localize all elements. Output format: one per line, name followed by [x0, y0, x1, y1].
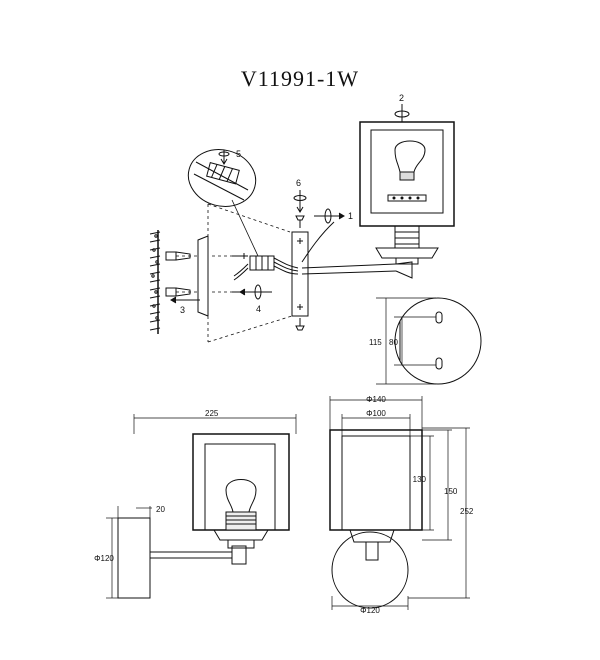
dim-80: 80 — [389, 338, 398, 347]
shade-with-bulb — [359, 104, 455, 265]
step-1-label: 1 — [348, 211, 353, 221]
projection-lines — [176, 203, 293, 343]
lamp-arm — [301, 261, 413, 279]
dim-115: 115 — [369, 338, 382, 347]
step-5-label: 5 — [236, 149, 241, 159]
front-view — [329, 396, 470, 610]
model-title: V11991-1W — [240, 66, 360, 91]
step-3-arrow — [170, 296, 200, 304]
mount-plate-circle-view — [376, 297, 482, 385]
step-4-label: 4 — [256, 304, 261, 314]
dim-phi120-bottom: Φ120 — [360, 606, 380, 615]
dim-130: 130 — [413, 475, 427, 484]
dim-phi140: Φ140 — [366, 395, 386, 404]
screw-top — [293, 190, 307, 228]
terminal-detail-magnifier — [187, 149, 257, 207]
dim-phi100: Φ100 — [366, 409, 386, 418]
mounting-screws — [232, 253, 248, 295]
step-4-arrow — [239, 284, 272, 300]
step-6-label: 6 — [296, 178, 301, 188]
step-3-label: 3 — [180, 305, 185, 315]
screw-bottom — [295, 318, 305, 331]
dim-150: 150 — [444, 487, 458, 496]
wall-plate — [291, 231, 309, 317]
side-view — [106, 414, 297, 599]
dim-20: 20 — [156, 505, 165, 514]
dim-252: 252 — [460, 507, 474, 516]
dim-phi120-left: Φ120 — [94, 554, 114, 563]
wiring — [233, 255, 299, 281]
wall-section — [149, 230, 161, 334]
step-2-label: 2 — [399, 93, 404, 103]
dim-225: 225 — [205, 409, 219, 418]
mounting-bracket — [197, 235, 209, 317]
wall-anchors — [165, 251, 191, 297]
rotate-arrow-1 — [314, 208, 345, 224]
